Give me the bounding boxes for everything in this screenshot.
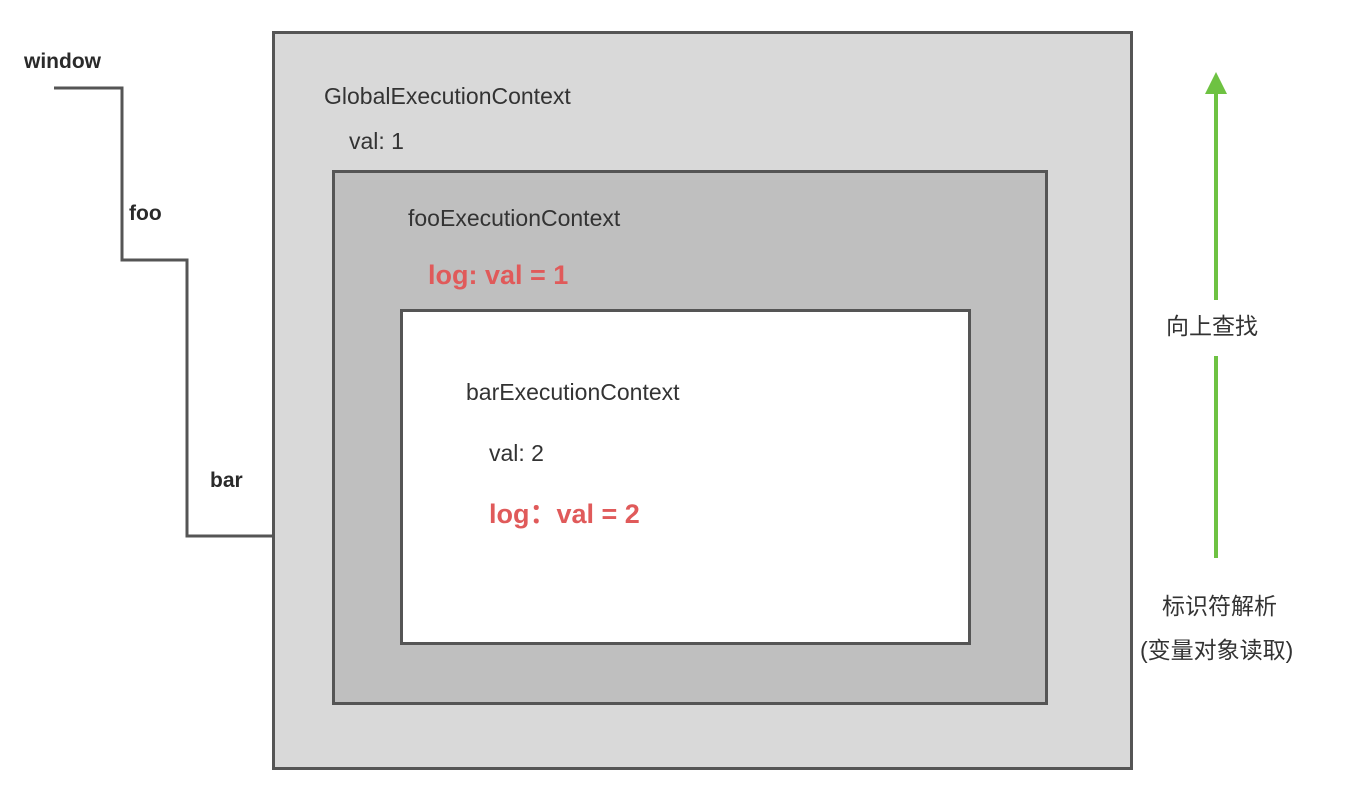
- global-context-title: GlobalExecutionContext: [324, 83, 571, 109]
- foo-context-title: fooExecutionContext: [408, 205, 621, 231]
- bar-execution-context-box: [400, 309, 971, 645]
- call-stack-line: [54, 86, 402, 538]
- global-val: val: 1: [349, 128, 404, 154]
- window-label: window: [24, 50, 101, 73]
- bar-label: bar: [210, 469, 243, 492]
- bar-log: log：val = 2: [489, 499, 640, 529]
- lookup-arrow-head-icon: [1205, 72, 1227, 94]
- bar-val: val: 2: [489, 440, 544, 466]
- variable-object-read-label: (变量对象读取): [1140, 637, 1294, 663]
- foo-log: log: val = 1: [428, 260, 569, 290]
- bar-context-title: barExecutionContext: [466, 379, 680, 405]
- identifier-resolution-label: 标识符解析: [1162, 593, 1277, 619]
- foo-label: foo: [129, 202, 162, 225]
- lookup-direction-label: 向上查找: [1166, 313, 1258, 339]
